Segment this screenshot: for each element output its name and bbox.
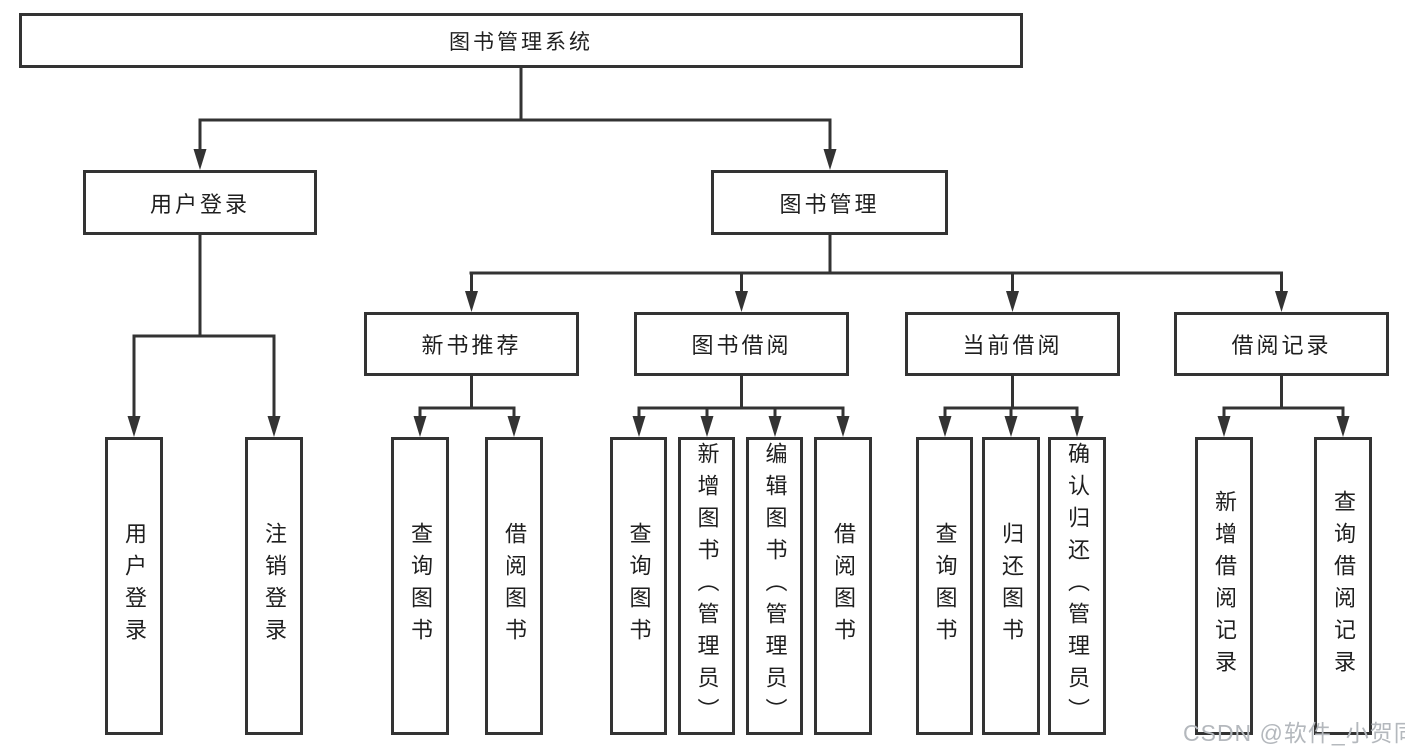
leaf-confirm-return-admin: 确认归还（管理员） [1048, 437, 1106, 735]
leaf-query-books-borrowing: 查询图书 [610, 437, 667, 735]
node-label: 借阅记录 [1231, 333, 1332, 358]
leaf-label: 查询图书 [408, 522, 433, 650]
node-book-management: 图书管理 [711, 170, 948, 235]
leaf-query-borrow-record: 查询借阅记录 [1314, 437, 1372, 735]
leaf-label: 查询借阅记录 [1331, 490, 1356, 682]
leaf-label: 用户登录 [122, 522, 147, 650]
leaf-return-books: 归还图书 [982, 437, 1040, 735]
node-label: 当前借阅 [962, 333, 1063, 358]
leaf-query-books-current: 查询图书 [916, 437, 973, 735]
node-user-login: 用户登录 [83, 170, 317, 235]
leaf-label: 查询图书 [626, 522, 652, 650]
leaf-logout: 注销登录 [245, 437, 303, 735]
node-current-borrowing: 当前借阅 [905, 312, 1120, 376]
leaf-label: 借阅图书 [502, 522, 527, 650]
leaf-label: 归还图书 [999, 522, 1024, 650]
node-label: 图书管理 [779, 191, 880, 217]
leaf-label: 确认归还（管理员） [1065, 442, 1090, 730]
node-label: 用户登录 [149, 191, 250, 217]
leaf-add-books-admin: 新增图书（管理员） [678, 437, 735, 735]
leaf-query-books-recommend: 查询图书 [391, 437, 449, 735]
leaf-user-login: 用户登录 [105, 437, 163, 735]
leaf-label: 新增图书（管理员） [694, 442, 720, 730]
leaf-label: 新增借阅记录 [1212, 490, 1237, 682]
node-new-book-recommendation: 新书推荐 [364, 312, 579, 376]
node-label: 新书推荐 [421, 333, 522, 358]
leaf-label: 查询图书 [932, 522, 958, 650]
node-library-management-system: 图书管理系统 [19, 13, 1023, 68]
leaf-edit-books-admin: 编辑图书（管理员） [746, 437, 803, 735]
leaf-borrow-books-borrowing: 借阅图书 [814, 437, 872, 735]
leaf-add-borrow-record: 新增借阅记录 [1195, 437, 1253, 735]
leaf-label: 注销登录 [262, 522, 287, 650]
node-book-borrowing: 图书借阅 [634, 312, 849, 376]
leaf-label: 借阅图书 [831, 522, 856, 650]
node-borrowing-records: 借阅记录 [1174, 312, 1389, 376]
watermark-text: CSDN @软件_小贺同学 [1183, 720, 1405, 746]
node-label: 图书管理系统 [449, 30, 593, 54]
node-label: 图书借阅 [691, 333, 792, 358]
leaf-borrow-books-recommend: 借阅图书 [485, 437, 543, 735]
leaf-label: 编辑图书（管理员） [762, 442, 788, 730]
